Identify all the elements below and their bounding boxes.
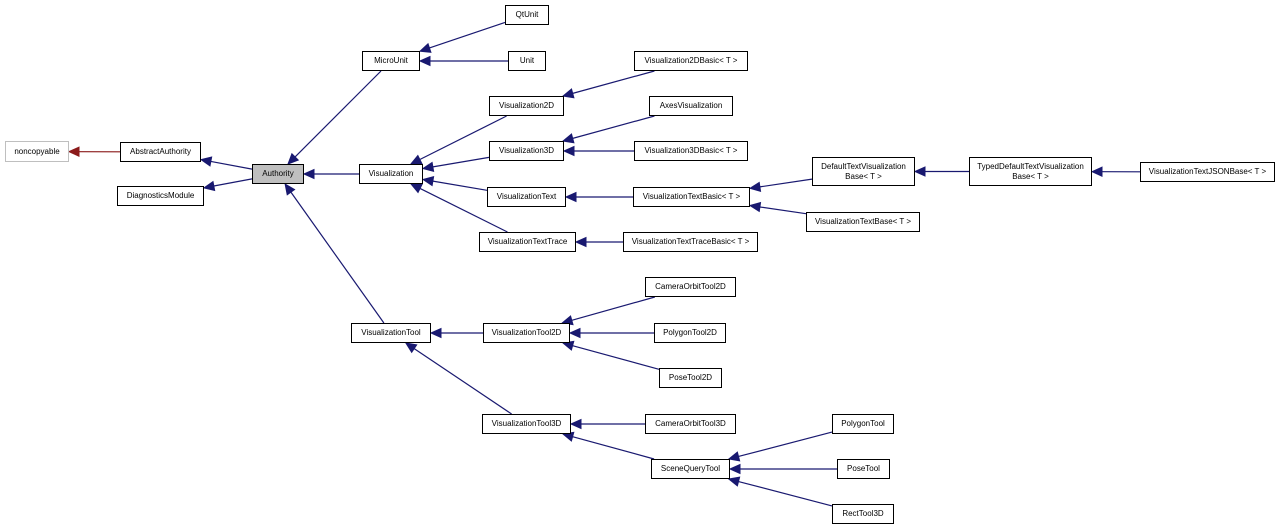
- arrowhead-icon: [574, 236, 587, 248]
- class-node-visualization-tool[interactable]: VisualizationTool: [351, 323, 431, 343]
- edge-Authority-to-AbstractAuthority: [210, 160, 253, 170]
- arrowhead-icon: [561, 88, 575, 99]
- class-node-visualization-text-jsonbase[interactable]: VisualizationTextJSONBase< T >: [1140, 162, 1275, 182]
- class-node-unit[interactable]: Unit: [508, 51, 546, 71]
- arrowhead-icon: [404, 342, 418, 354]
- edge-AxesVisualization-to-Visualization3D: [572, 115, 655, 139]
- edge-PolygonTool-to-SceneQueryTool: [738, 431, 833, 458]
- edge-DefaultTextVisualizationBase-to-VisualizationTextBasic: [759, 178, 813, 188]
- arrowhead-icon: [418, 55, 431, 67]
- edge-MicroUnit-to-Authority: [294, 70, 382, 158]
- arrowhead-icon: [421, 175, 435, 187]
- edge-VisualizationTextTrace-to-Visualization: [419, 187, 508, 233]
- arrowhead-icon: [67, 146, 80, 157]
- arrowhead-icon: [1090, 166, 1103, 177]
- edge-VisualizationTool3D-to-VisualizationTool: [413, 348, 512, 415]
- arrowhead-icon: [199, 156, 213, 167]
- arrowhead-icon: [913, 166, 926, 177]
- arrowhead-icon: [727, 451, 741, 462]
- edge-VisualizationTool-to-Authority: [290, 191, 385, 324]
- arrowhead-icon: [564, 191, 577, 203]
- arrowhead-icon: [284, 183, 296, 196]
- class-node-diagnostics-module[interactable]: DiagnosticsModule: [117, 186, 204, 206]
- arrowhead-icon: [429, 327, 442, 339]
- class-node-polygon-tool2-d[interactable]: PolygonTool2D: [654, 323, 726, 343]
- edge-RectTool3D-to-SceneQueryTool: [738, 480, 833, 507]
- arrowhead-icon: [748, 201, 762, 213]
- arrowhead-icon: [202, 180, 216, 192]
- arrowhead-icon: [409, 183, 423, 194]
- class-node-qt-unit[interactable]: QtUnit: [505, 5, 549, 25]
- class-node-visualization-text-basic[interactable]: VisualizationTextBasic< T >: [633, 187, 750, 207]
- arrowhead-icon: [561, 133, 575, 144]
- class-node-scene-query-tool[interactable]: SceneQueryTool: [651, 459, 730, 479]
- class-node-visualization-tool2-d[interactable]: VisualizationTool2D: [483, 323, 570, 343]
- arrowhead-icon: [569, 418, 582, 430]
- class-node-visualization3-d[interactable]: Visualization3D: [489, 141, 564, 161]
- arrowhead-icon: [421, 161, 435, 173]
- edge-QtUnit-to-MicroUnit: [429, 21, 506, 49]
- edge-Visualization2DBasic-to-Visualization2D: [572, 70, 655, 94]
- class-node-visualization-text-trace[interactable]: VisualizationTextTrace: [479, 232, 576, 252]
- class-node-visualization2-d[interactable]: Visualization2D: [489, 96, 564, 116]
- class-node-abstract-authority[interactable]: AbstractAuthority: [120, 142, 201, 162]
- arrowhead-icon: [562, 145, 575, 157]
- class-node-visualization2-dbasic[interactable]: Visualization2DBasic< T >: [634, 51, 748, 71]
- class-node-visualization3-dbasic[interactable]: Visualization3DBasic< T >: [634, 141, 748, 161]
- class-node-rect-tool3-d[interactable]: RectTool3D: [832, 504, 894, 524]
- class-node-typed-default-text-visualization-base[interactable]: TypedDefaultTextVisualization Base< T >: [969, 157, 1092, 186]
- edge-Visualization3D-to-Visualization: [432, 156, 490, 168]
- class-node-camera-orbit-tool3-d[interactable]: CameraOrbitTool3D: [645, 414, 736, 434]
- arrowhead-icon: [748, 181, 762, 193]
- class-node-visualization[interactable]: Visualization: [359, 164, 423, 184]
- arrowhead-icon: [287, 152, 300, 165]
- edge-PoseTool2D-to-VisualizationTool2D: [572, 345, 660, 370]
- class-node-axes-visualization[interactable]: AxesVisualization: [649, 96, 733, 116]
- arrowhead-icon: [302, 168, 315, 180]
- edge-VisualizationTextBase-to-VisualizationTextBasic: [759, 206, 807, 215]
- class-node-default-text-visualization-base[interactable]: DefaultTextVisualization Base< T >: [812, 157, 915, 186]
- arrowhead-icon: [568, 327, 581, 339]
- class-node-visualization-text-base[interactable]: VisualizationTextBase< T >: [806, 212, 920, 232]
- class-node-noncopyable[interactable]: noncopyable: [5, 141, 69, 162]
- edge-VisualizationText-to-Visualization: [432, 180, 488, 191]
- class-node-visualization-text-trace-basic[interactable]: VisualizationTextTraceBasic< T >: [623, 232, 758, 252]
- class-node-visualization-tool3-d[interactable]: VisualizationTool3D: [482, 414, 571, 434]
- class-node-pose-tool[interactable]: PoseTool: [837, 459, 890, 479]
- arrowhead-icon: [409, 154, 423, 165]
- class-node-camera-orbit-tool2-d[interactable]: CameraOrbitTool2D: [645, 277, 736, 297]
- arrowhead-icon: [728, 463, 741, 475]
- class-node-micro-unit[interactable]: MicroUnit: [362, 51, 420, 71]
- edge-SceneQueryTool-to-VisualizationTool3D: [572, 436, 655, 460]
- edge-Authority-to-DiagnosticsModule: [213, 178, 253, 187]
- class-node-authority[interactable]: Authority: [252, 164, 304, 184]
- edge-Visualization2D-to-Visualization: [419, 115, 507, 161]
- class-node-visualization-text[interactable]: VisualizationText: [487, 187, 566, 207]
- class-node-polygon-tool[interactable]: PolygonTool: [832, 414, 894, 434]
- class-node-pose-tool2-d[interactable]: PoseTool2D: [659, 368, 722, 388]
- arrowhead-icon: [418, 42, 432, 53]
- arrowhead-icon: [727, 476, 741, 487]
- edge-CameraOrbitTool2D-to-VisualizationTool2D: [571, 296, 656, 321]
